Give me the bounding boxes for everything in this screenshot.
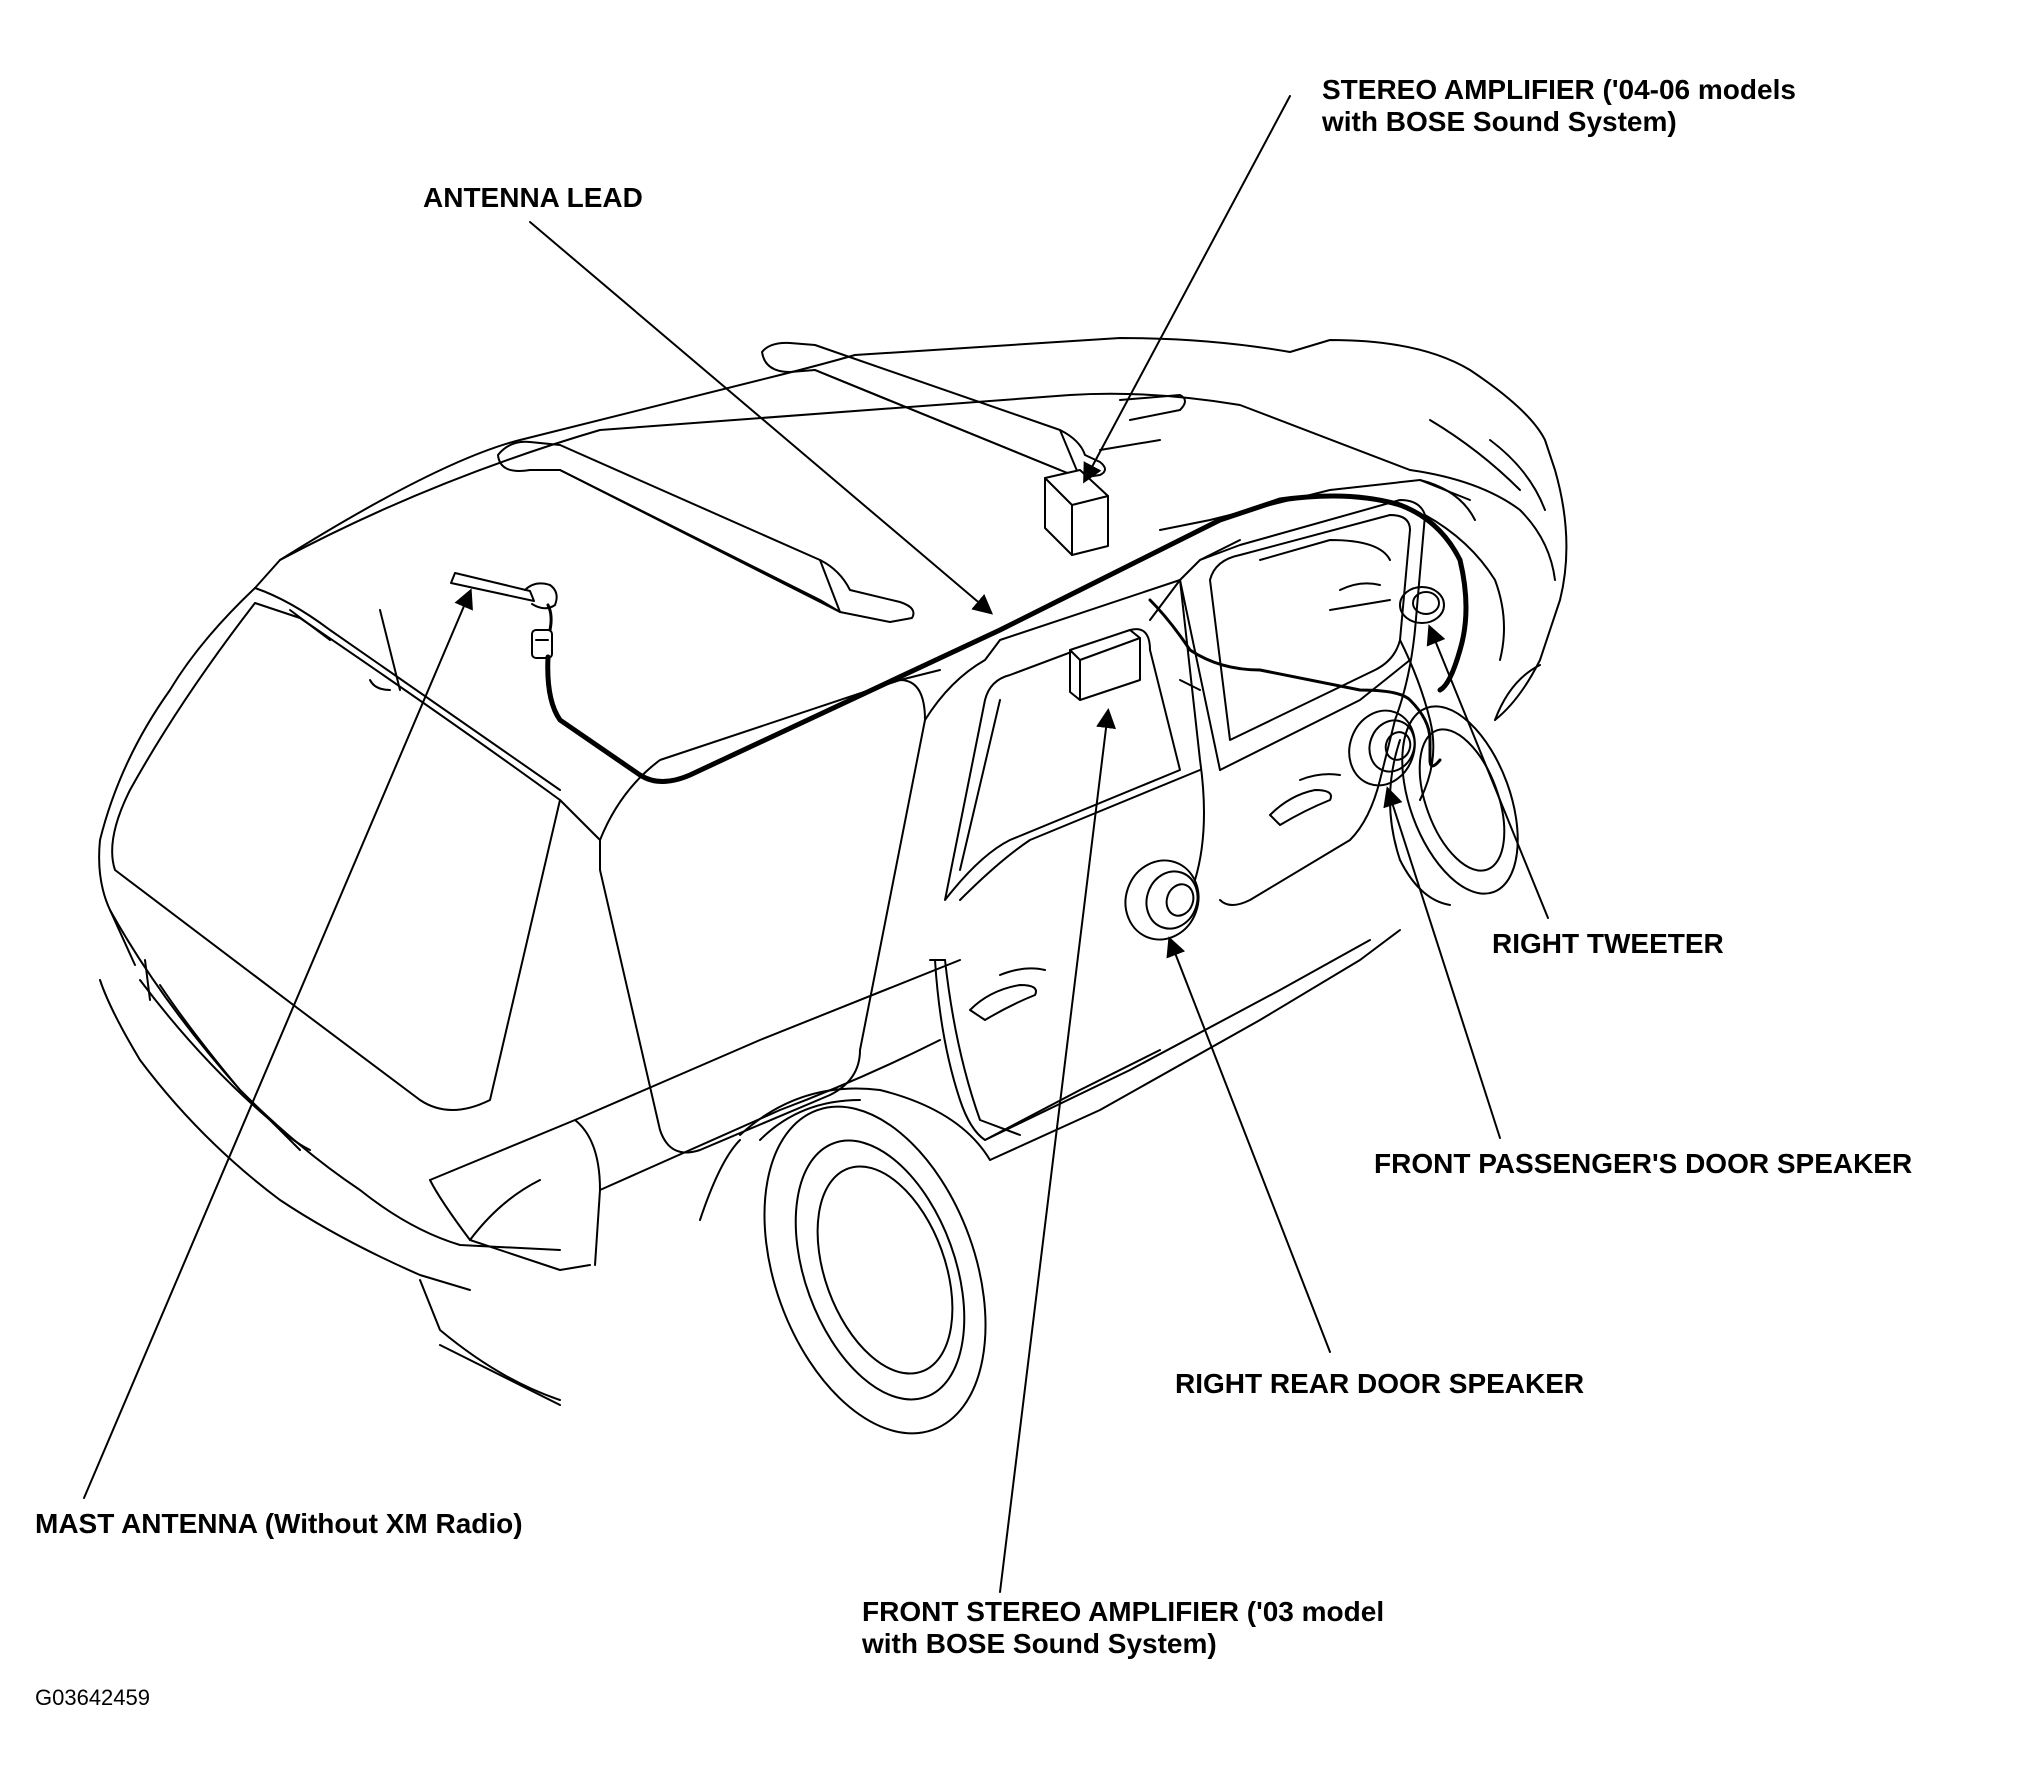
leader-front-passenger-speaker (1383, 786, 1501, 1139)
mast-antenna-part (450, 572, 558, 659)
stereo-amplifier-label-line2: with BOSE Sound System) (1322, 106, 1677, 137)
right-rear-speaker-text: RIGHT REAR DOOR SPEAKER (1175, 1368, 1585, 1399)
stereo-amplifier-box (1044, 469, 1109, 556)
right-tweeter-label: RIGHT TWEETER (1492, 928, 1724, 960)
front-stereo-amplifier-label: FRONT STEREO AMPLIFIER ('03 model with B… (862, 1596, 1384, 1660)
stereo-amplifier-label-line1: STEREO AMPLIFIER ('04-06 models (1322, 74, 1796, 105)
antenna-lead-cable (545, 493, 1469, 784)
leader-stereo-amplifier (1083, 95, 1291, 484)
front-stereo-amplifier-box (1069, 629, 1141, 701)
front-stereo-amplifier-label-line2: with BOSE Sound System) (862, 1628, 1217, 1659)
stereo-amplifier-label: STEREO AMPLIFIER ('04-06 models with BOS… (1322, 74, 1796, 138)
figure-id: G03642459 (35, 1685, 150, 1710)
vehicle-body (98, 337, 1568, 1435)
leader-mast-antenna (83, 588, 473, 1499)
front-passenger-door-speaker-part (1348, 709, 1416, 787)
right-rear-speaker-label: RIGHT REAR DOOR SPEAKER (1175, 1368, 1584, 1400)
right-rear-door-speaker-part (1124, 859, 1200, 941)
mast-antenna-label: MAST ANTENNA (Without XM Radio) (35, 1508, 523, 1540)
leader-antenna-lead (529, 221, 994, 615)
leader-lines (83, 95, 1549, 1593)
antenna-lead-label: ANTENNA LEAD (423, 182, 643, 214)
front-passenger-speaker-text: FRONT PASSENGER'S DOOR SPEAKER (1374, 1148, 1913, 1179)
antenna-lead-text: ANTENNA LEAD (423, 182, 643, 213)
leader-right-rear-speaker (1166, 936, 1331, 1353)
front-passenger-speaker-label: FRONT PASSENGER'S DOOR SPEAKER (1374, 1148, 1912, 1180)
mast-antenna-text: MAST ANTENNA (Without XM Radio) (35, 1508, 523, 1539)
front-stereo-amplifier-label-line1: FRONT STEREO AMPLIFIER ('03 model (862, 1596, 1385, 1627)
right-tweeter-text: RIGHT TWEETER (1492, 928, 1724, 959)
leader-front-stereo-amplifier (999, 708, 1116, 1593)
right-tweeter-part (1399, 586, 1445, 624)
leader-right-tweeter (1426, 624, 1549, 919)
